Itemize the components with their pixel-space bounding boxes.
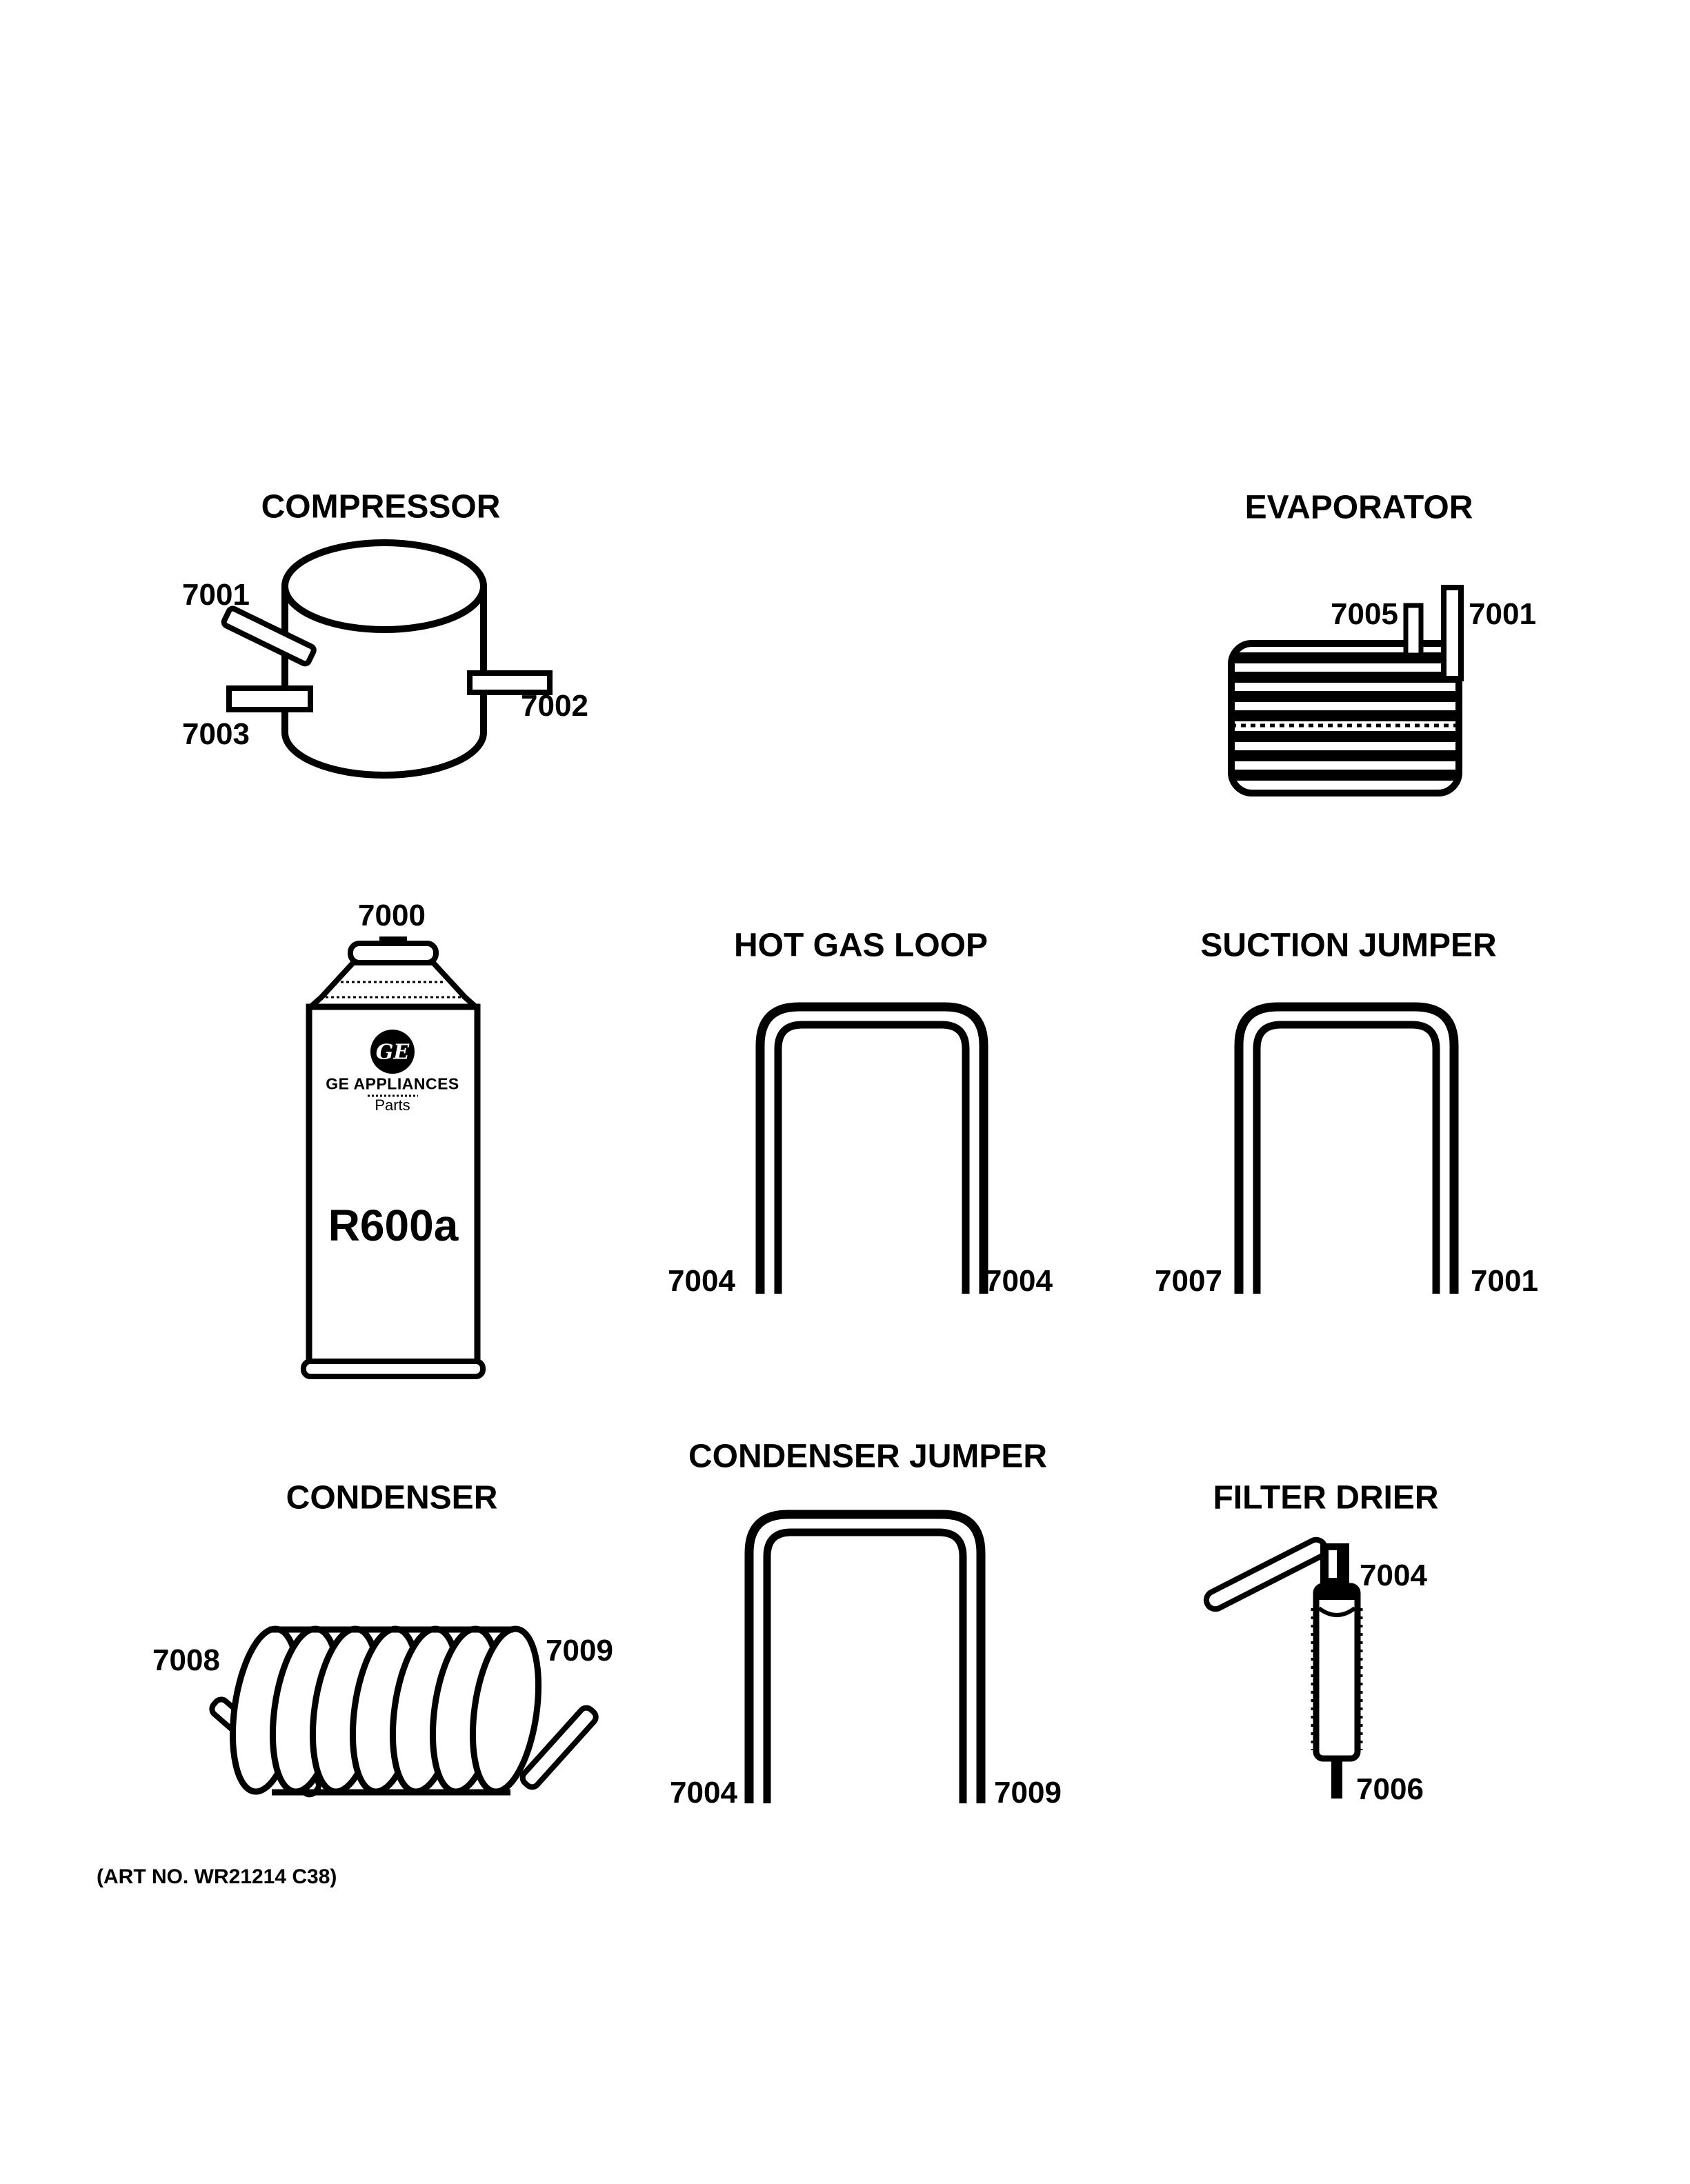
ge-logo-circle — [370, 1030, 415, 1074]
part-label-condenser-7009: 7009 — [546, 1634, 613, 1667]
part-label-compressor-7001: 7001 — [182, 578, 250, 612]
part-label-sj-7001: 7001 — [1471, 1264, 1538, 1298]
suction-jumper-figure — [1234, 1002, 1459, 1294]
evaporator-tube-7005 — [1403, 603, 1424, 658]
part-label-evaporator-7005: 7005 — [1331, 597, 1398, 631]
condenser-tube-7009 — [519, 1705, 599, 1790]
ge-monogram: GE — [375, 1040, 410, 1065]
filter-drier-outlet-tube — [1331, 1759, 1342, 1799]
part-label-fd-7004: 7004 — [1360, 1559, 1427, 1592]
section-title-hot-gas-loop: HOT GAS LOOP — [733, 927, 988, 964]
can-refrigerant-text: R600a — [328, 1201, 459, 1250]
condenser-figure — [209, 1625, 599, 1798]
compressor-figure — [221, 539, 553, 779]
part-label-cj-7004: 7004 — [670, 1776, 737, 1810]
hot-gas-loop-figure — [755, 1002, 988, 1294]
filter-drier-figure — [1203, 1536, 1363, 1799]
part-label-compressor-7003: 7003 — [182, 717, 250, 751]
filter-drier-inlet-tube — [1203, 1536, 1329, 1612]
section-title-suction-jumper: SUCTION JUMPER — [1200, 927, 1497, 964]
can-brand-sub-text: Parts — [375, 1096, 410, 1114]
part-label-condenser-7008: 7008 — [152, 1643, 220, 1677]
part-label-hgl-left: 7004 — [668, 1264, 735, 1298]
part-label-sj-7007: 7007 — [1155, 1264, 1222, 1298]
section-title-filter-drier: FILTER DRIER — [1213, 1479, 1439, 1516]
refrigerant-can-figure — [301, 936, 486, 1379]
art-number-text: (ART NO. WR21214 C38) — [97, 1865, 337, 1888]
section-title-condenser-jumper: CONDENSER JUMPER — [688, 1438, 1048, 1475]
part-label-can-7000: 7000 — [358, 899, 426, 932]
part-label-cj-7009: 7009 — [994, 1776, 1062, 1810]
condenser-jumper-figure — [744, 1510, 986, 1803]
part-label-hgl-right: 7004 — [985, 1264, 1053, 1298]
evaporator-figure — [1228, 585, 1464, 797]
compressor-tube-7001 — [221, 605, 317, 667]
can-brand-text: GE APPLIANCES — [326, 1074, 459, 1093]
section-title-condenser: CONDENSER — [286, 1479, 498, 1516]
section-title-compressor: COMPRESSOR — [261, 488, 501, 525]
compressor-tube-7003 — [226, 685, 313, 712]
part-label-evaporator-7001: 7001 — [1469, 597, 1536, 631]
part-label-compressor-7002: 7002 — [521, 689, 588, 723]
part-label-fd-7006: 7006 — [1356, 1772, 1424, 1806]
evaporator-tube-7001 — [1441, 585, 1464, 681]
compressor-tube-7002 — [467, 670, 553, 695]
section-title-evaporator: EVAPORATOR — [1244, 489, 1473, 526]
